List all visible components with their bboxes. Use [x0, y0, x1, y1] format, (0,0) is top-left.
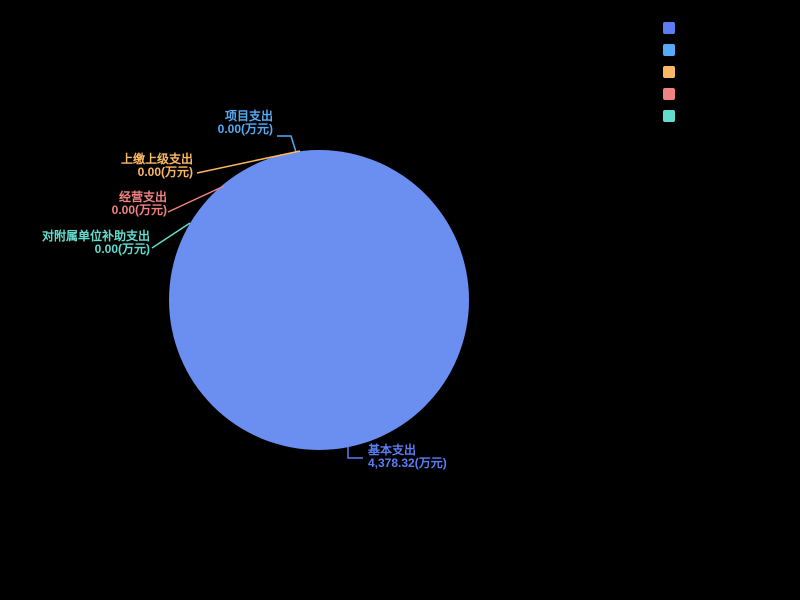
label-basic-expense-value: 4,378.32(万元) [368, 456, 447, 470]
legend-item-operating-expense[interactable] [663, 88, 675, 100]
leader-line-superior-payment [196, 150, 301, 174]
label-project-expense-name: 项目支出 [224, 109, 273, 123]
label-superior-payment: 上缴上级支出 0.00(万元) [73, 153, 193, 179]
legend-item-superior-payment[interactable] [663, 66, 675, 78]
pie-slice-basic-expense[interactable] [169, 150, 469, 450]
leader-line-subsidy-expense [151, 222, 191, 249]
label-operating-expense-name: 经营支出 [118, 190, 167, 204]
label-subsidy-expense-value: 0.00(万元) [94, 242, 150, 256]
label-superior-payment-name: 上缴上级支出 [120, 152, 193, 166]
label-operating-expense-value: 0.00(万元) [111, 203, 167, 217]
label-project-expense-value: 0.00(万元) [217, 122, 273, 136]
label-superior-payment-value: 0.00(万元) [137, 165, 193, 179]
label-basic-expense-name: 基本支出 [368, 443, 417, 457]
legend-item-project-expense[interactable] [663, 44, 675, 56]
leader-line-operating-expense [167, 185, 225, 213]
legend-item-basic-expense[interactable] [663, 22, 675, 34]
leader-line-project-expense [277, 135, 297, 153]
label-subsidy-expense: 对附属单位补助支出 0.00(万元) [10, 230, 150, 256]
label-basic-expense: 基本支出 4,378.32(万元) [368, 444, 528, 470]
legend-item-subsidy-expense[interactable] [663, 110, 675, 122]
leader-line-basic-expense [347, 447, 363, 459]
label-project-expense: 项目支出 0.00(万元) [153, 110, 273, 136]
legend [663, 22, 677, 132]
label-operating-expense: 经营支出 0.00(万元) [47, 191, 167, 217]
label-subsidy-expense-name: 对附属单位补助支出 [41, 229, 150, 243]
